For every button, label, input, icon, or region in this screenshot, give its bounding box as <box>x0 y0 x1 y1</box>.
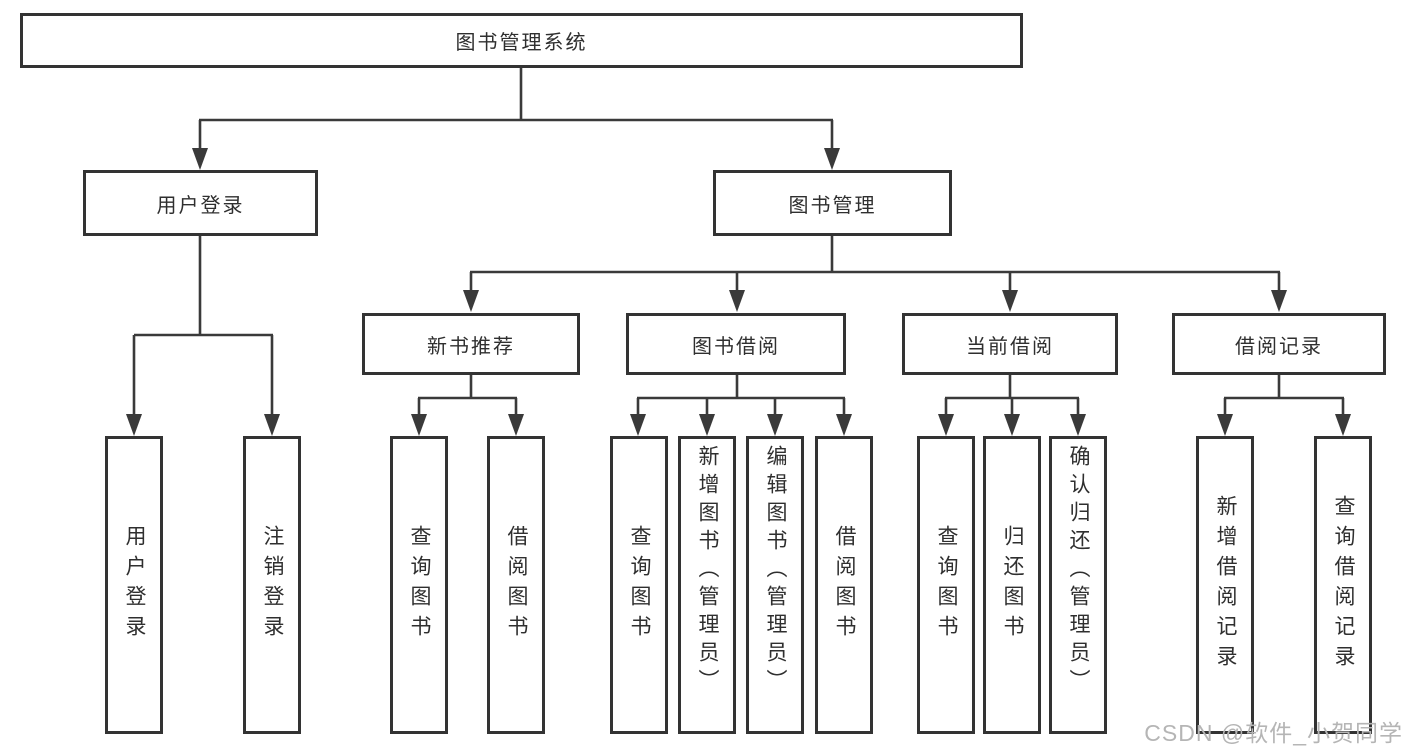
node-library-management-system: 图书管理系统 <box>20 13 1023 68</box>
leaf-borrow-books: 借阅图书 <box>815 436 873 734</box>
node-label: 当前借阅 <box>966 335 1054 358</box>
leaf-add-borrow-record: 新增借阅记录 <box>1196 436 1254 734</box>
node-label: 图书管理系统 <box>455 32 588 54</box>
leaf-query-books-recommend: 查询图书 <box>390 436 448 734</box>
node-book-management: 图书管理 <box>713 170 952 236</box>
node-current-borrow: 当前借阅 <box>902 313 1118 375</box>
node-label: 借阅记录 <box>1235 335 1323 358</box>
csdn-watermark: CSDN @软件_小贺同学 <box>1144 720 1403 746</box>
leaf-query-books-borrow: 查询图书 <box>610 436 668 734</box>
node-label: 用户登录 <box>156 194 245 217</box>
leaf-logout: 注销登录 <box>243 436 301 734</box>
node-label: 新书推荐 <box>427 335 515 358</box>
connector-userlogin-to-leaves <box>126 236 280 436</box>
node-user-login: 用户登录 <box>83 170 318 236</box>
connector-root-to-level2 <box>192 68 840 170</box>
leaf-return-books: 归还图书 <box>983 436 1041 734</box>
node-borrow-records: 借阅记录 <box>1172 313 1386 375</box>
connector-bookmgmt-to-level3 <box>463 236 1287 312</box>
node-book-borrow: 图书借阅 <box>626 313 846 375</box>
connector-newbook-to-leaves <box>411 375 524 436</box>
leaf-edit-books-admin: 编辑图书（管理员） <box>746 436 804 734</box>
node-label: 图书借阅 <box>692 335 780 358</box>
node-new-book-recommend: 新书推荐 <box>362 313 580 375</box>
leaf-query-books-current: 查询图书 <box>917 436 975 734</box>
connector-bookborrow-to-leaves <box>630 375 852 436</box>
connector-borrowrecords-to-leaves <box>1217 375 1351 436</box>
leaf-user-login: 用户登录 <box>105 436 163 734</box>
node-label: 图书管理 <box>788 194 877 217</box>
leaf-borrow-books-recommend: 借阅图书 <box>487 436 545 734</box>
leaf-query-borrow-record: 查询借阅记录 <box>1314 436 1372 734</box>
connector-currentborrow-to-leaves <box>938 375 1086 436</box>
leaf-confirm-return-admin: 确认归还（管理员） <box>1049 436 1107 734</box>
leaf-add-books-admin: 新增图书（管理员） <box>678 436 736 734</box>
